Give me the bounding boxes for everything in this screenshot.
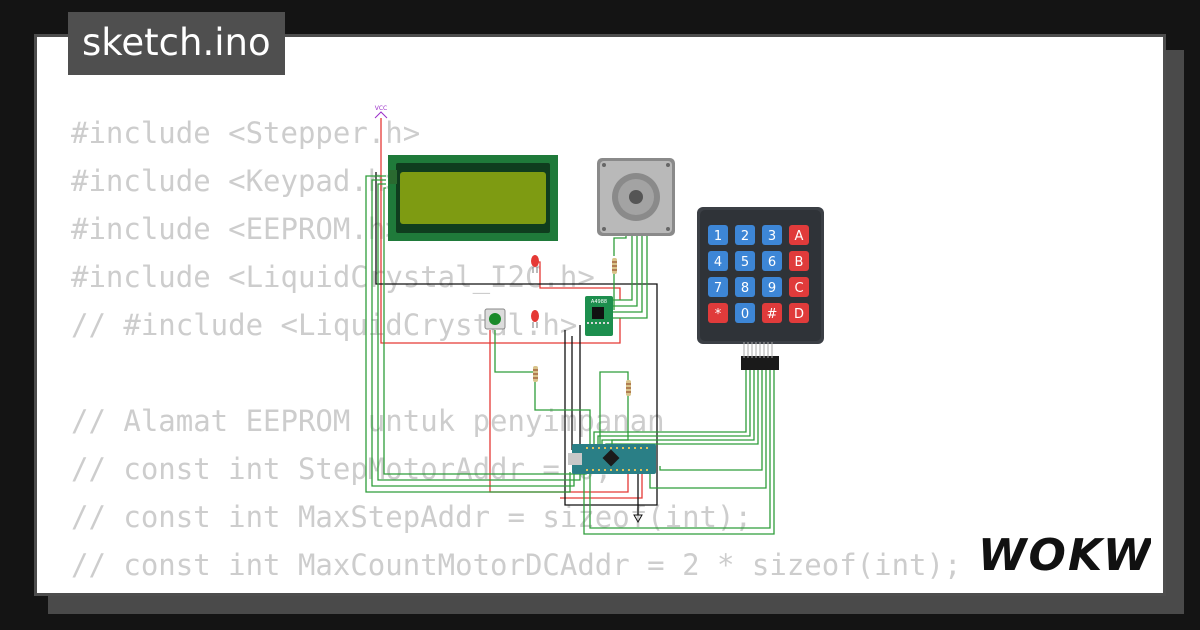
keypad-key-label: 9 <box>768 281 776 296</box>
code-line: #include <Stepper.h> <box>71 116 421 150</box>
keypad-key[interactable] <box>789 251 809 271</box>
keypad-key[interactable] <box>708 251 728 271</box>
wokwi-logo: WOKWi <box>978 530 1151 581</box>
resistor-1[interactable] <box>612 258 617 274</box>
push-button[interactable] <box>484 308 506 330</box>
keypad-key-label: 1 <box>714 229 722 244</box>
resistor-2[interactable] <box>533 366 538 382</box>
keypad-key-label: B <box>795 255 804 270</box>
code-line: // #include <LiquidCrystal.h> <box>71 308 578 342</box>
stepper-motor[interactable] <box>597 158 675 236</box>
keypad-key[interactable] <box>789 303 809 323</box>
resistor-3[interactable] <box>626 380 631 396</box>
code-line: #include <EEPROM.h> <box>71 212 403 246</box>
keypad-key-label: 3 <box>768 229 776 244</box>
keypad-key[interactable] <box>762 251 782 271</box>
keypad-key[interactable] <box>762 225 782 245</box>
keypad-key-label: 5 <box>741 255 749 270</box>
keypad-key-label: * <box>715 307 722 322</box>
ground-symbol <box>633 514 643 524</box>
keypad-key-label: C <box>794 281 803 296</box>
keypad-key[interactable] <box>789 225 809 245</box>
keypad-key-label: D <box>794 307 804 322</box>
keypad-key[interactable] <box>708 277 728 297</box>
vcc-symbol: VCC <box>374 105 388 119</box>
arduino-nano[interactable] <box>568 444 656 474</box>
stepper-driver[interactable]: A4988 <box>585 296 613 336</box>
keypad-key-label: 7 <box>714 281 722 296</box>
logo-text: WOKWi <box>978 530 1151 581</box>
keypad-key[interactable] <box>789 277 809 297</box>
vcc-label: VCC <box>375 105 387 112</box>
keypad-key[interactable] <box>735 303 755 323</box>
keypad-key-label: 8 <box>741 281 749 296</box>
driver-label: A4988 <box>591 299 607 305</box>
keypad-key-label: 4 <box>714 255 722 270</box>
keypad-key[interactable] <box>735 277 755 297</box>
keypad[interactable]: 1 2 3 A 4 5 6 B 7 8 9 C * 0 # D <box>697 207 824 370</box>
keypad-key[interactable] <box>735 225 755 245</box>
keypad-key[interactable] <box>762 303 782 323</box>
lcd-display[interactable] <box>388 155 558 241</box>
keypad-key[interactable] <box>735 251 755 271</box>
keypad-key-label: 6 <box>768 255 776 270</box>
keypad-key-label: # <box>767 307 778 322</box>
keypad-key[interactable] <box>708 303 728 323</box>
code-line: #include <Keypad.h> <box>71 164 403 198</box>
keypad-key[interactable] <box>762 277 782 297</box>
green-wires <box>365 175 775 535</box>
keypad-key-label: A <box>795 229 804 244</box>
code-line: // const int MaxCountMotorDCAddr = 2 * s… <box>71 548 962 582</box>
sketch-title: sketch.ino <box>68 12 285 75</box>
keypad-key-label: 0 <box>741 307 749 322</box>
keypad-key[interactable] <box>708 225 728 245</box>
red-led-bottom[interactable] <box>531 310 539 328</box>
red-led-top[interactable] <box>531 255 539 273</box>
keypad-keys: 1 2 3 A 4 5 6 B 7 8 9 C * 0 # D <box>708 225 809 323</box>
black-wires <box>375 172 658 515</box>
keypad-key-label: 2 <box>741 229 749 244</box>
